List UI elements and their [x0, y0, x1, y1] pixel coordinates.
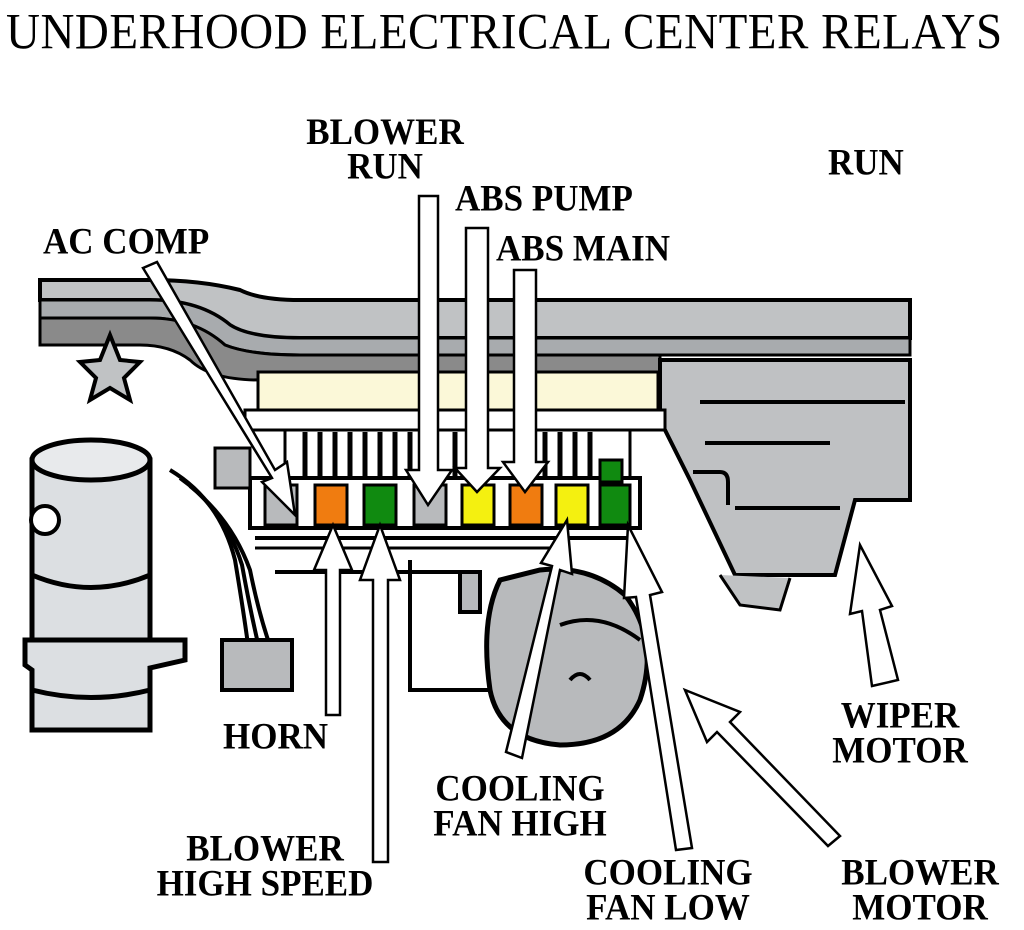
arrow-blower-motor — [682, 687, 842, 848]
label-ac-comp: AC COMP — [43, 221, 210, 262]
arrow-horn — [312, 521, 354, 717]
label-blower-high-speed: BLOWER HIGH SPEED — [156, 828, 374, 904]
arrow-blower-run — [403, 194, 455, 508]
canister — [22, 437, 188, 733]
wiper-motor-housing — [658, 358, 912, 612]
arrow-cooling-fan-low — [622, 520, 694, 852]
diagram-title: UNDERHOOD ELECTRICAL CENTER RELAYS — [6, 4, 1003, 61]
star-clip — [75, 329, 145, 405]
arrow-abs-main — [500, 268, 551, 495]
label-blower-motor: BLOWER MOTOR — [841, 852, 999, 928]
arrow-cooling-fan-high — [504, 516, 574, 760]
arrow-ac-comp — [141, 260, 297, 519]
label-abs-main: ABS MAIN — [496, 228, 671, 269]
arrow-wiper-motor — [848, 541, 900, 688]
callout-arrows — [141, 194, 900, 864]
label-abs-pump: ABS PUMP — [455, 178, 633, 219]
relay-horn — [313, 483, 349, 527]
label-horn: HORN — [223, 716, 328, 757]
wiring-harness — [168, 468, 500, 692]
label-cooling-fan-high: COOLING FAN HIGH — [433, 768, 607, 844]
arrow-blower-high-speed — [358, 521, 402, 864]
relay-blower-high-speed — [362, 483, 398, 527]
arrow-abs-pump — [452, 226, 503, 494]
relay-cooling-fan-low — [598, 483, 632, 527]
relay-cooling-fan-high — [554, 483, 590, 527]
label-cooling-fan-low: COOLING FAN LOW — [583, 852, 753, 928]
label-blower-run: BLOWER RUN — [306, 111, 464, 187]
label-wiper-motor: WIPER MOTOR — [832, 695, 968, 771]
label-run: RUN — [828, 142, 904, 183]
